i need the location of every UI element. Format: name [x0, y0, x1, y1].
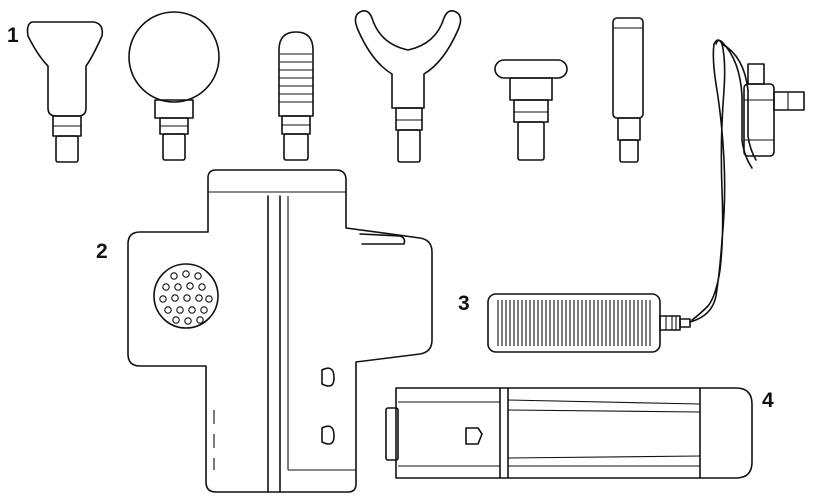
- attachment-mushroom-head: [494, 59, 568, 161]
- attachment-flat-head: [26, 21, 104, 163]
- massage-gun-body: [127, 169, 433, 493]
- battery: [385, 387, 753, 479]
- label-power-adapter: 3: [458, 292, 470, 315]
- label-massage-gun: 2: [96, 240, 108, 263]
- speaker-grille: [153, 263, 219, 329]
- attachment-fork-head: [354, 10, 462, 163]
- label-battery: 4: [762, 389, 774, 412]
- attachment-ball-head: [128, 11, 220, 161]
- label-attachments: 1: [7, 24, 19, 47]
- attachment-cylinder-head: [612, 17, 644, 163]
- power-adapter: [487, 39, 805, 353]
- attachment-bullet-head: [278, 31, 314, 161]
